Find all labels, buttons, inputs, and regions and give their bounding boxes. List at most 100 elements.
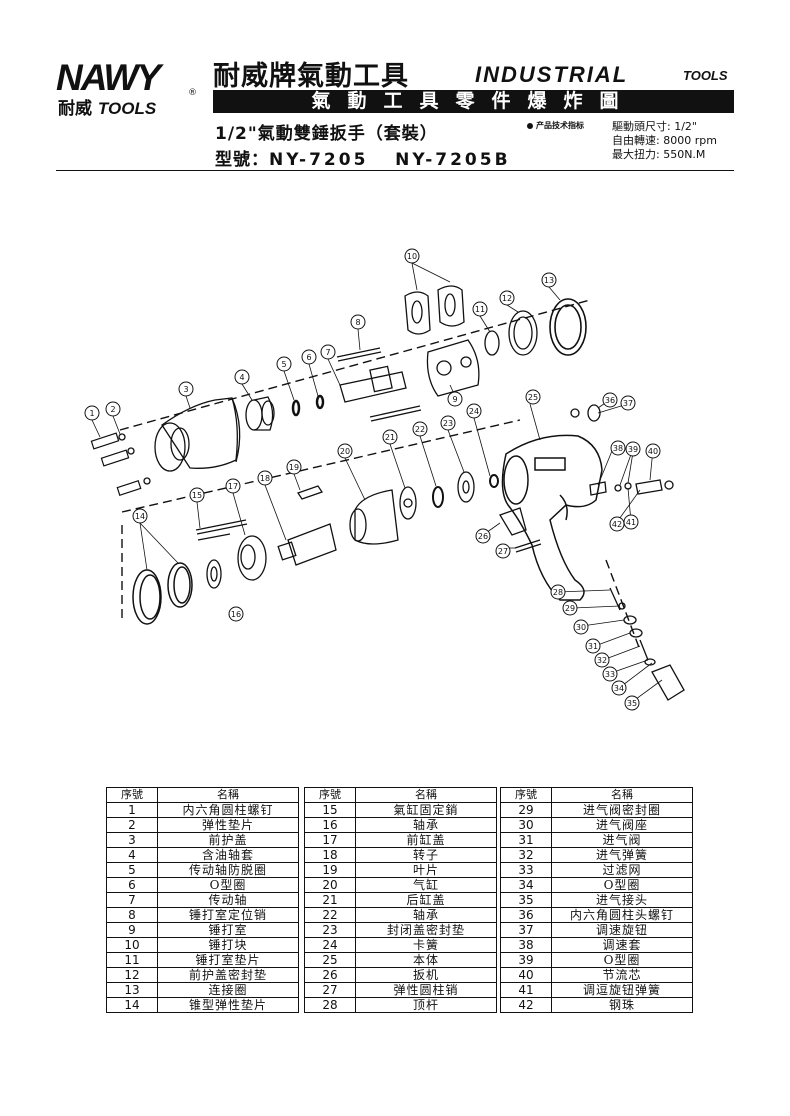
part-name: 调速套 <box>551 937 693 953</box>
model-label: 型號： <box>215 150 269 170</box>
part-name: 锤打室定位销 <box>157 907 299 923</box>
callout-label: 41 <box>626 518 636 527</box>
part-number: 10 <box>106 937 158 953</box>
callout-39: 39 <box>625 441 641 457</box>
part-name: 本体 <box>355 952 497 968</box>
part-name: 弹性圆柱销 <box>355 982 497 998</box>
part-number: 25 <box>304 952 356 968</box>
part-name: 轴承 <box>355 817 497 833</box>
part-number: 28 <box>304 997 356 1013</box>
part-name: 进气阀密封圈 <box>551 802 693 818</box>
part-number: 24 <box>304 937 356 953</box>
callout-21: 21 <box>382 429 398 445</box>
part-name: 锤打块 <box>157 937 299 953</box>
tools-label: TOOLS <box>683 68 728 83</box>
hammer-case-washer <box>484 330 500 356</box>
col-header-number: 序號 <box>500 787 552 803</box>
tool-housing <box>501 434 603 601</box>
logo-sub-en: TOOLS <box>97 99 157 118</box>
part-name: 传动轴防脱圈 <box>157 862 299 878</box>
callout-label: 31 <box>588 642 598 651</box>
callout-label: 15 <box>192 491 202 500</box>
callout-label: 25 <box>528 393 538 402</box>
part-number: 3 <box>106 832 158 848</box>
part-number: 1 <box>106 802 158 818</box>
callout-20: 20 <box>337 443 353 459</box>
callout-label: 19 <box>289 463 299 472</box>
callout-24: 24 <box>466 403 482 419</box>
part-name: 封闭盖密封垫 <box>355 922 497 938</box>
product-name: 1/2"氣動雙錘扳手（套裝） <box>215 124 438 144</box>
part-name: 转子 <box>355 847 497 863</box>
callout-label: 2 <box>110 405 115 414</box>
callout-11: 11 <box>472 301 488 317</box>
part-name: 进气接头 <box>551 892 693 908</box>
callout-label: 11 <box>475 305 485 314</box>
circlip <box>489 474 499 488</box>
callout-label: 3 <box>183 385 188 394</box>
spec-free-speed: 自由轉速: 8000 rpm <box>612 134 717 147</box>
part-number: 18 <box>304 847 356 863</box>
part-name: 传动轴 <box>157 892 299 908</box>
part-name: 调逗旋钮弹簧 <box>551 982 693 998</box>
part-number: 29 <box>500 802 552 818</box>
callout-36: 36 <box>602 392 618 408</box>
part-number: 36 <box>500 907 552 923</box>
part-number: 7 <box>106 892 158 908</box>
callout-label: 39 <box>628 445 638 454</box>
trigger <box>499 507 527 536</box>
table-header-row: 序號 名稱 <box>500 787 693 803</box>
part-number: 37 <box>500 922 552 938</box>
front-cover <box>154 397 241 472</box>
hammer-pins <box>336 347 422 422</box>
callout-label: 10 <box>407 252 417 261</box>
part-name: 前护盖密封垫 <box>157 967 299 983</box>
callout-label: 29 <box>565 604 575 613</box>
drive-shaft <box>339 365 407 403</box>
part-number: 39 <box>500 952 552 968</box>
front-bearing <box>206 559 222 589</box>
exploded-view-banner: 氣動工具零件爆炸圖 <box>213 90 734 113</box>
part-name: 进气弹簧 <box>551 847 693 863</box>
callout-32: 32 <box>594 652 610 668</box>
regulator-parts <box>589 479 674 496</box>
part-number: 42 <box>500 997 552 1013</box>
part-name: 连接圈 <box>157 982 299 998</box>
callout-9: 9 <box>447 391 463 407</box>
part-name: 扳机 <box>355 967 497 983</box>
callout-27: 27 <box>495 543 511 559</box>
part-name: 节流芯 <box>551 967 693 983</box>
part-number: 12 <box>106 967 158 983</box>
callout-42: 42 <box>609 516 625 532</box>
callout-label: 21 <box>385 433 395 442</box>
callout-label: 22 <box>415 425 425 434</box>
part-number: 33 <box>500 862 552 878</box>
part-name: 前缸盖 <box>355 832 497 848</box>
part-name: 顶杆 <box>355 997 497 1013</box>
spec-heading-text: 产品技术指标 <box>536 121 584 130</box>
callout-label: 12 <box>502 294 512 303</box>
spec-max-torque: 最大扭力: 550N.M <box>612 148 706 161</box>
cylinder-pins <box>195 519 248 541</box>
callout-label: 33 <box>605 670 615 679</box>
part-name: 叶片 <box>355 862 497 878</box>
part-name: 氣缸固定銷 <box>355 802 497 818</box>
callout-label: 35 <box>627 699 637 708</box>
rotor <box>277 523 337 566</box>
callout-label: 17 <box>228 482 238 491</box>
